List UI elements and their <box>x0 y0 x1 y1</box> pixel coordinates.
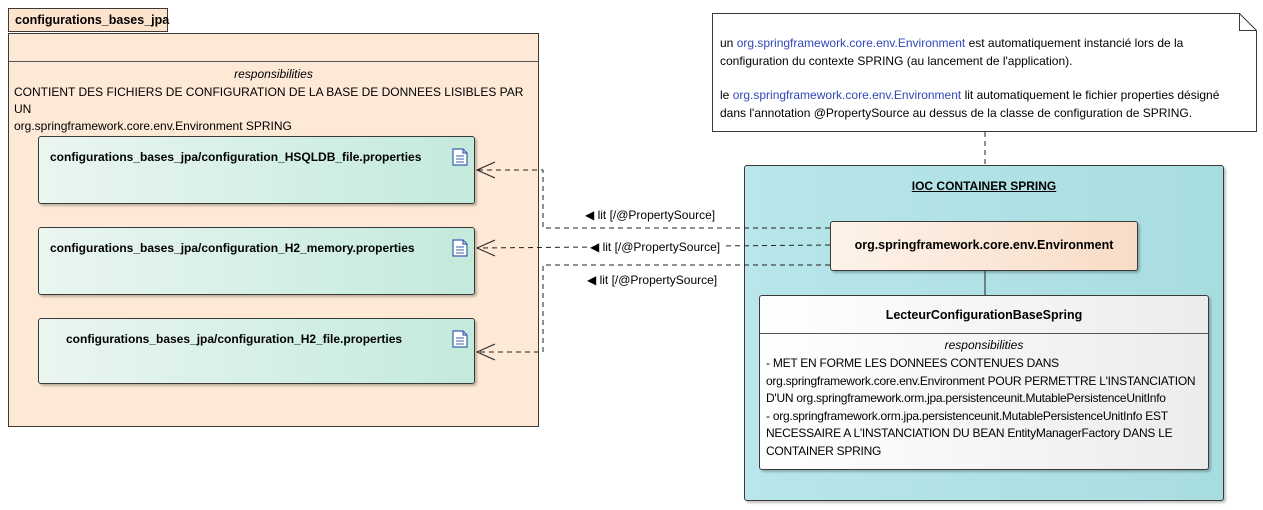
dependency-line-h2-file[interactable] <box>477 264 830 353</box>
lecteur-responsibilities-line: org.springframework.core.env.Environment… <box>766 373 1196 388</box>
lecteur-responsibilities-line: CONTAINER SPRING <box>766 443 882 458</box>
file-name: configurations_bases_jpa/configuration_H… <box>50 150 422 164</box>
lecteur-divider <box>760 333 1208 334</box>
file-box-hsqldb[interactable]: configurations_bases_jpa/configuration_H… <box>38 136 475 204</box>
file-name: configurations_bases_jpa/configuration_H… <box>50 241 415 255</box>
arrowhead-icon <box>475 239 496 257</box>
note-text-segment: lit automatiquement le fichier propertie… <box>961 88 1220 102</box>
package-responsibilities-text: CONTIENT DES FICHIERS DE CONFIGURATION D… <box>14 84 534 135</box>
arrowhead-icon <box>475 343 496 361</box>
dependency-line-hsqldb[interactable] <box>477 169 830 229</box>
note-shape[interactable] <box>712 13 1257 132</box>
note-text: un org.springframework.core.env.Environm… <box>720 34 1250 122</box>
file-box-h2-file[interactable]: configurations_bases_jpa/configuration_H… <box>38 318 475 384</box>
document-icon <box>452 239 468 257</box>
lecteur-responsibilities-title: responsibilities <box>944 338 1024 352</box>
dependency-line-h2-memory[interactable] <box>476 244 831 249</box>
package-responsibilities-line: org.springframework.core.env.Environment… <box>14 119 292 133</box>
note-text-segment: est automatiquement instancié lors de la <box>965 36 1184 50</box>
ioc-container-title: IOC CONTAINER SPRING <box>911 179 1057 193</box>
arrowhead-icon <box>475 161 496 179</box>
note-text-line: configuration du contexte SPRING (au lan… <box>720 54 1073 68</box>
connector-label: ◀ lit [/@PropertySource] <box>587 273 718 287</box>
package-responsibilities-title: responsibilities <box>234 67 313 81</box>
lecteur-responsibilities-line: - org.springframework.orm.jpa.persistenc… <box>766 408 1168 423</box>
connector-label: ◀ lit [/@PropertySource] <box>588 240 723 254</box>
connector-label: ◀ lit [/@PropertySource] <box>585 208 716 222</box>
file-name: configurations_bases_jpa/configuration_H… <box>66 332 403 346</box>
note-text-line: dans l'annotation @PropertySource au des… <box>720 106 1193 120</box>
lecteur-responsibilities-text: - MET EN FORME LES DONNEES CONTENUES DAN… <box>766 355 1206 460</box>
lecteur-responsibilities-line: - MET EN FORME LES DONNEES CONTENUES DAN… <box>766 356 1059 370</box>
note-text-segment: un <box>720 36 737 50</box>
note-link: org.springframework.core.env.Environment <box>732 88 962 102</box>
package-responsibilities-line: CONTIENT DES FICHIERS DE CONFIGURATION D… <box>14 85 524 116</box>
package-tab[interactable]: configurations_bases_jpa <box>8 8 169 32</box>
document-icon <box>452 330 468 348</box>
lecteur-class-name: LecteurConfigurationBaseSpring <box>885 308 1083 322</box>
file-box-h2-memory[interactable]: configurations_bases_jpa/configuration_H… <box>38 227 475 295</box>
lecteur-responsibilities-line: NECESSAIRE A L'INSTANCIATION DU BEAN Ent… <box>766 426 1173 440</box>
environment-box[interactable]: org.springframework.core.env.Environment <box>830 221 1138 271</box>
package-divider <box>9 61 538 62</box>
document-icon <box>452 148 468 166</box>
note-link: org.springframework.core.env.Environment <box>736 36 966 50</box>
lecteur-responsibilities-line: D'UN org.springframework.orm.jpa.persist… <box>766 391 1166 405</box>
note-text-segment: le <box>720 88 733 102</box>
lecteur-class-box[interactable] <box>759 295 1209 470</box>
